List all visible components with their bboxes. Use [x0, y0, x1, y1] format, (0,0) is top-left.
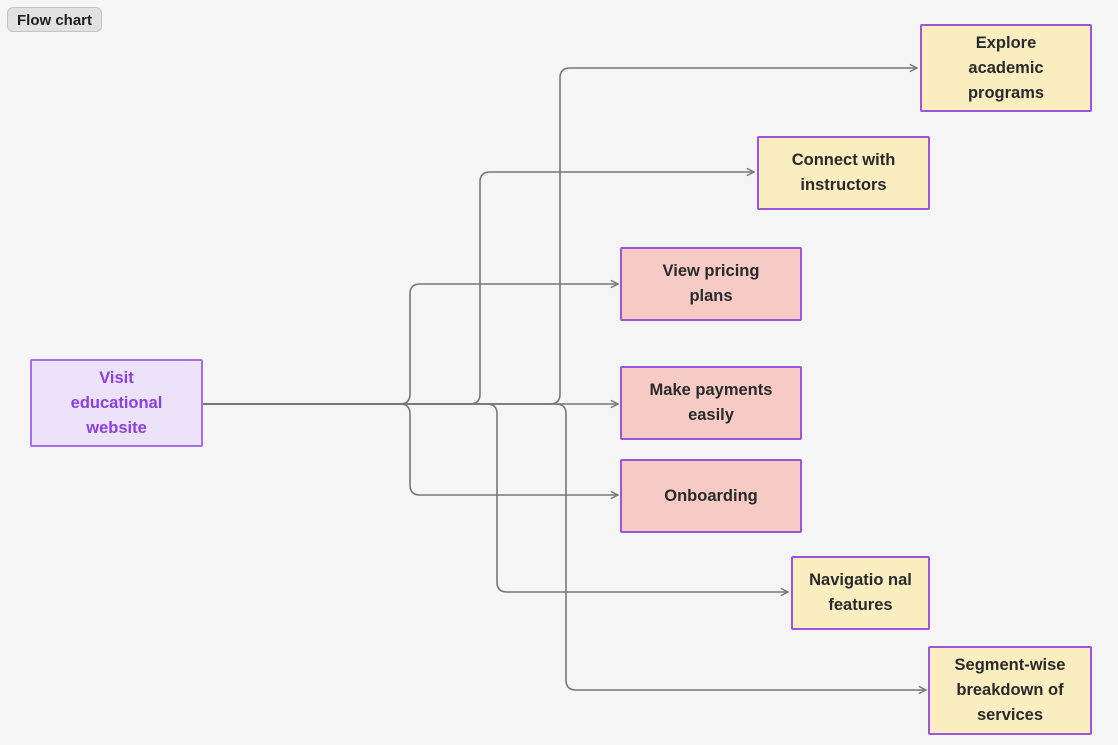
node-explore-programs-label: Explore academic programs — [967, 33, 1045, 102]
node-visit-website-label: Visit educational website — [70, 368, 163, 437]
node-visit-website[interactable]: Visit educational website — [30, 359, 203, 447]
node-connect-instructors[interactable]: Connect with instructors — [757, 136, 930, 210]
flow-chart-label: Flow chart — [7, 7, 103, 32]
node-navigation-features-label: Navigatio nal features — [809, 571, 912, 614]
edge-to-pricing — [202, 284, 618, 405]
node-view-pricing[interactable]: View pricing plans — [620, 247, 802, 321]
node-explore-programs[interactable]: Explore academic programs — [920, 24, 1092, 112]
node-navigation-features[interactable]: Navigatio nal features — [791, 556, 930, 630]
edge-to-onboarding — [202, 403, 618, 495]
node-segment-breakdown[interactable]: Segment-wise breakdown of services — [928, 646, 1092, 735]
node-connect-instructors-label: Connect with instructors — [791, 151, 896, 194]
node-view-pricing-label: View pricing plans — [662, 262, 760, 305]
node-onboarding-label: Onboarding — [664, 486, 758, 505]
node-make-payments-label: Make payments easily — [649, 381, 773, 424]
node-segment-breakdown-label: Segment-wise breakdown of services — [954, 656, 1066, 724]
edge-to-explore — [202, 68, 917, 405]
node-make-payments[interactable]: Make payments easily — [620, 366, 802, 440]
node-onboarding[interactable]: Onboarding — [620, 459, 802, 533]
edge-to-segment — [202, 403, 926, 690]
